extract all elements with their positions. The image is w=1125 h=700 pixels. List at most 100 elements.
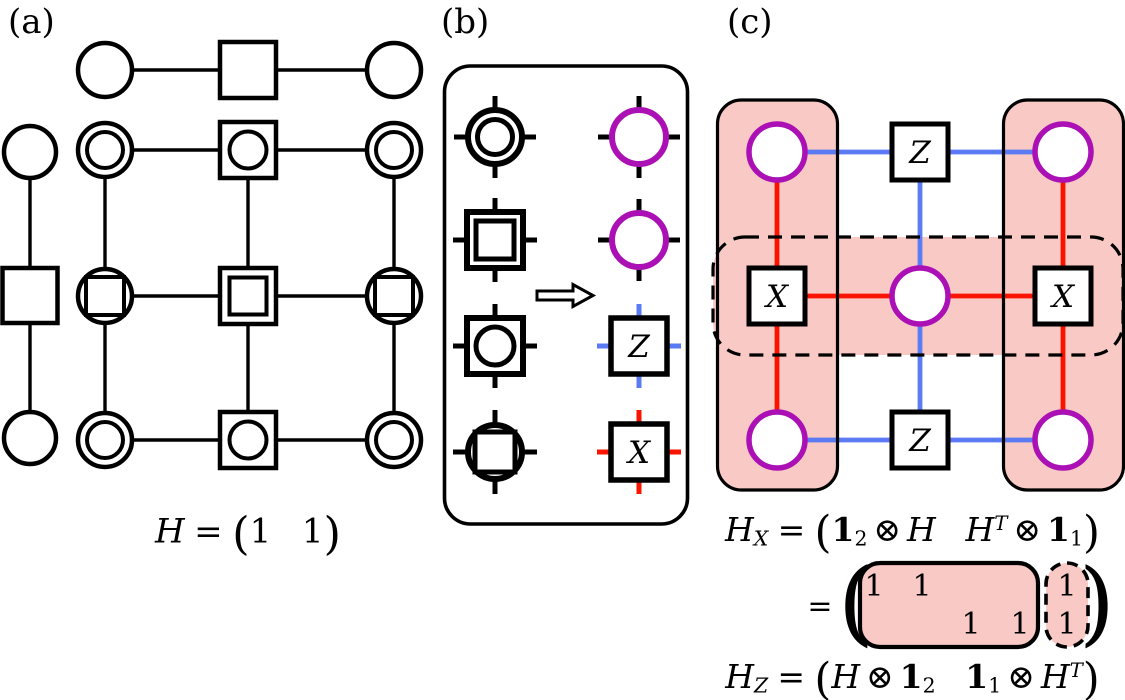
- x-logical-region-left-outline: [715, 98, 840, 492]
- equals-sign: =: [807, 589, 832, 624]
- double-circle-icon: [454, 96, 536, 178]
- svg-text:Z: Z: [908, 135, 931, 171]
- x-check-node: X: [746, 265, 808, 327]
- check-node-square: [217, 39, 279, 101]
- formula-token: ): [1082, 508, 1100, 558]
- formula-token: H: [907, 509, 936, 549]
- formula-token: (: [814, 655, 832, 700]
- matrix-solid-pink-box: [857, 560, 1041, 650]
- formula-token: H: [1040, 656, 1070, 696]
- formula-token: H: [965, 509, 995, 549]
- formula-token: 1: [249, 511, 272, 552]
- formula-token: 1: [1069, 526, 1083, 551]
- panel-b-legend: Z X: [442, 64, 690, 526]
- formula-token: H: [831, 656, 861, 696]
- hx-matrix-equation: = ( 1 1 1 1 1 1 ): [807, 549, 1115, 656]
- x-label: X: [626, 435, 652, 471]
- formula-token: 2: [854, 526, 868, 551]
- check-node-square: [0, 265, 60, 326]
- z-label: Z: [627, 329, 650, 365]
- check-variable-node: [217, 409, 279, 471]
- z-logical-region-dashed-outline: [711, 235, 1125, 357]
- formula-token: =: [777, 509, 806, 549]
- qubit-node: [1032, 121, 1094, 183]
- qubit-qubit-node: [364, 410, 424, 470]
- panel-a-diagram: [0, 39, 424, 471]
- formula-token: H: [154, 511, 185, 552]
- left-factor-tanner-graph: [0, 123, 60, 467]
- variable-node-circle: [1, 123, 59, 181]
- purple-qubit-circle-icon: [598, 199, 680, 281]
- formula-token: (: [232, 507, 250, 560]
- panel-a-label: (a): [8, 2, 55, 42]
- qubit-qubit-node: [364, 120, 424, 180]
- svg-text:X: X: [764, 279, 790, 315]
- matrix-entry: 1: [1010, 607, 1029, 642]
- matrix-entry: 1: [912, 569, 931, 604]
- panel-c-label: (c): [727, 2, 773, 42]
- matrix-entry: 1: [1057, 569, 1076, 604]
- variable-node-circle: [75, 40, 135, 100]
- legend-box: [442, 64, 690, 526]
- tensor-product-symbol: ⊗: [866, 656, 894, 696]
- formula-token: ): [1082, 655, 1100, 700]
- tensor-product-symbol: ⊗: [1013, 509, 1042, 549]
- matrix-entry: 1: [961, 607, 980, 642]
- formula-token: H: [725, 509, 754, 549]
- svg-text:X: X: [1050, 279, 1076, 315]
- formula-token: 1: [988, 673, 1002, 698]
- maps-to-arrow-icon: [535, 281, 597, 310]
- square-circle-icon: [453, 304, 537, 388]
- qubit-node: [889, 265, 951, 327]
- variable-node-circle: [1, 409, 59, 467]
- formula-token: Z: [753, 673, 769, 698]
- formula-token: (: [814, 508, 832, 558]
- qubit-qubit-node: [75, 410, 135, 470]
- formula-token: 1: [965, 656, 989, 696]
- matrix-dashed-pink-box: [1044, 561, 1090, 649]
- formula-token: 1: [831, 509, 855, 549]
- z-check-node: Z: [889, 409, 951, 471]
- formula-token: ): [323, 507, 342, 560]
- qubit-qubit-node: [75, 120, 135, 180]
- variable-check-node: [75, 266, 135, 326]
- formula-token: =: [777, 656, 806, 696]
- formula-token: 2: [922, 673, 936, 698]
- z-check-square-icon-row3: Z: [597, 304, 681, 388]
- formula-token: 1: [899, 656, 923, 696]
- x-check-square-icon: X: [597, 410, 681, 494]
- circle-square-icon: [453, 410, 537, 494]
- close-paren: ): [1079, 549, 1115, 656]
- qubit-node: [746, 121, 808, 183]
- panel-b-label: (b): [441, 2, 490, 42]
- matrix-entry: 1: [1057, 607, 1076, 642]
- tensor-product-symbol: ⊗: [873, 509, 902, 549]
- tensor-product-symbol: ⊗: [1007, 656, 1035, 696]
- formula-token: X: [753, 526, 769, 551]
- variable-check-node: [364, 266, 424, 326]
- formula-token: 1: [1046, 509, 1070, 549]
- product-grid: [75, 119, 424, 471]
- top-factor-tanner-graph: [75, 39, 424, 101]
- formula-token: T: [1069, 659, 1083, 683]
- formula-token: T: [994, 512, 1008, 536]
- qubit-node: [1032, 409, 1094, 471]
- matrix-entry: 1: [864, 569, 883, 604]
- check-variable-node: [217, 119, 279, 181]
- formula-token: H: [725, 656, 754, 696]
- check-check-node: [217, 265, 279, 327]
- x-check-node: X: [1032, 265, 1094, 327]
- formula-token: 1: [301, 511, 324, 552]
- formula-token: =: [194, 511, 223, 552]
- z-check-node: Z: [889, 121, 951, 183]
- panel-c-diagram: Z X X Z: [711, 98, 1125, 492]
- qubit-node: [746, 409, 808, 471]
- svg-text:Z: Z: [908, 423, 931, 459]
- variable-node-circle: [364, 40, 424, 100]
- purple-qubit-circle-icon: [598, 96, 680, 178]
